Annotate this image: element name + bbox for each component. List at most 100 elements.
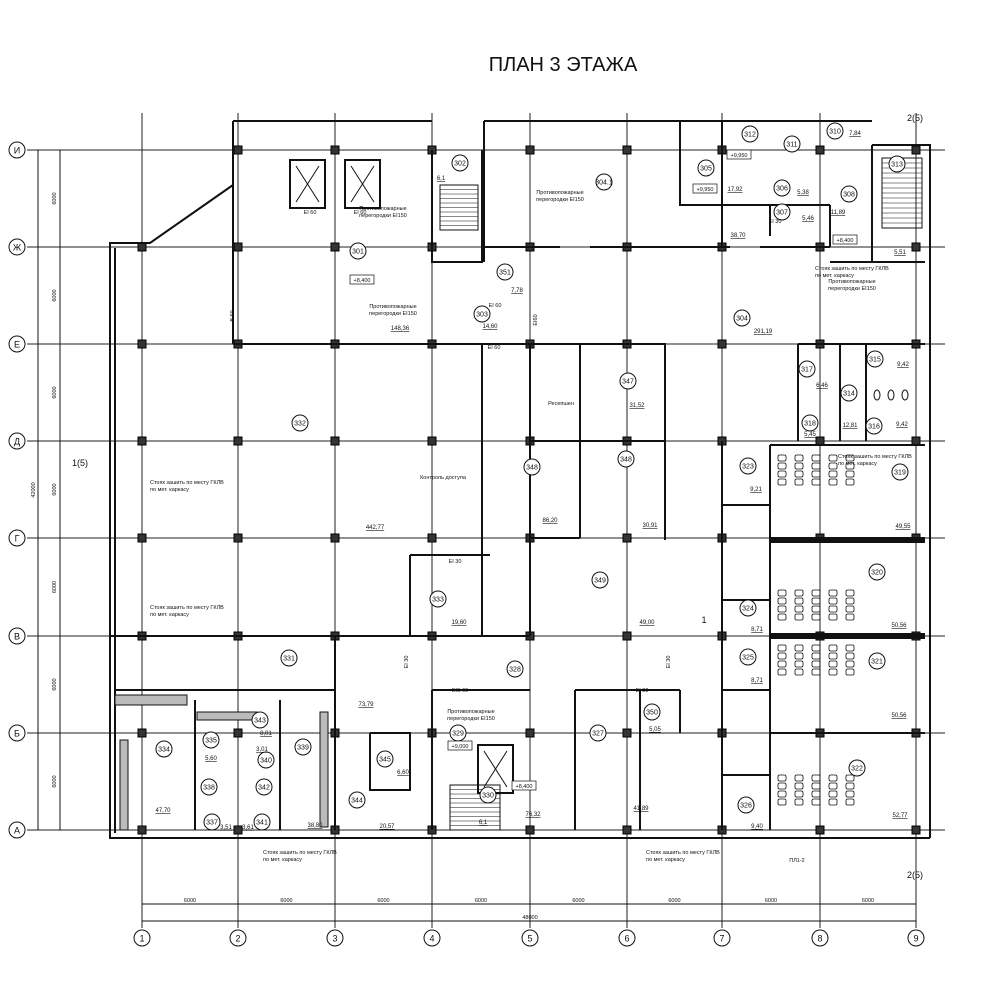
dimension-label: 6000 xyxy=(184,898,196,904)
room-number-bubble xyxy=(737,796,755,814)
fire-partition-note: перегородки EI150 xyxy=(536,197,584,203)
desk-chair xyxy=(794,613,804,621)
structural-column xyxy=(622,825,632,835)
riser-note: по мет. каркасу xyxy=(263,857,302,863)
fire-partition-note: Противопожарные xyxy=(369,304,416,310)
room-area: 5,51 xyxy=(894,250,906,256)
wall xyxy=(431,150,483,263)
riser-note: Стояк зашить по месту ГКЛВ xyxy=(150,605,224,611)
room-area: 3,01 xyxy=(256,747,268,753)
desk-chair xyxy=(828,668,838,676)
room-number-bubble xyxy=(739,648,757,666)
axis-label-row: В xyxy=(14,632,20,642)
desk-chair xyxy=(794,798,804,806)
room-number-bubble xyxy=(826,122,844,140)
wall-thick xyxy=(770,537,925,543)
room-number-bubble xyxy=(739,599,757,617)
room-number: 310 xyxy=(829,129,841,136)
elevator-cross xyxy=(350,165,375,203)
plan-title: ПЛАН 3 ЭТАЖА xyxy=(489,54,638,76)
room-area: 31,52 xyxy=(629,403,645,409)
room-number-bubble xyxy=(617,450,635,468)
room-number-bubble xyxy=(798,360,816,378)
desk-chair xyxy=(845,605,855,613)
desk-chair xyxy=(845,790,855,798)
desk-chair xyxy=(845,644,855,652)
level-mark: +9,000 xyxy=(452,744,469,750)
room-number: 343 xyxy=(254,718,266,725)
room-area: 6,60 xyxy=(397,770,409,776)
room-number: 323 xyxy=(742,464,754,471)
ventilation-shaft xyxy=(319,711,329,828)
room-area: 12,81 xyxy=(842,423,858,429)
axis-label-col: 7 xyxy=(719,934,724,944)
structural-column xyxy=(525,728,535,738)
room-number-bubble xyxy=(496,263,514,281)
section-mark: 2(5) xyxy=(907,870,923,880)
toilet-icon xyxy=(873,389,881,401)
dimension-label: 6000 xyxy=(52,192,58,204)
room-number-bubble xyxy=(783,135,801,153)
structural-column xyxy=(427,436,437,446)
room-number: 341 xyxy=(256,820,268,827)
dimension-label: 6000 xyxy=(862,898,874,904)
door-rating: EI 30 xyxy=(449,559,462,565)
room-number: 342 xyxy=(258,785,270,792)
desk-chair xyxy=(811,790,821,798)
room-number: 316 xyxy=(868,424,880,431)
structural-column xyxy=(233,533,243,543)
room-area: 9,42 xyxy=(897,362,909,368)
axis-label-row: Б xyxy=(14,729,20,739)
room-area: 5,05 xyxy=(649,727,661,733)
desk-chair xyxy=(777,597,787,605)
labels: 301148,363026,130314,603517,78304.130517… xyxy=(72,113,923,880)
room-number: 318 xyxy=(804,421,816,428)
desk-chair xyxy=(794,597,804,605)
room-area: 5,45 xyxy=(804,432,816,438)
desk-chair xyxy=(794,790,804,798)
desk-chair xyxy=(811,613,821,621)
desk-chair xyxy=(794,589,804,597)
structural-column xyxy=(427,533,437,543)
room-number: 321 xyxy=(871,659,883,666)
desk-chair xyxy=(828,589,838,597)
room-number-bubble xyxy=(643,703,661,721)
dimension-label: 6000 xyxy=(52,775,58,787)
room-number: 335 xyxy=(205,738,217,745)
desk-chair xyxy=(828,790,838,798)
desk-chair xyxy=(794,644,804,652)
room-area: 52,77 xyxy=(892,813,908,819)
dimension-label: 6000 xyxy=(475,898,487,904)
desk-chair xyxy=(777,613,787,621)
level-mark-box xyxy=(726,149,752,160)
room-area: 76,32 xyxy=(525,812,541,818)
riser-note: по мет. каркасу xyxy=(150,612,189,618)
axis-bubble xyxy=(713,929,731,947)
level-mark: +9,950 xyxy=(731,153,748,159)
room-number-bubble xyxy=(200,778,218,796)
room-number-bubble xyxy=(733,309,751,327)
desk-chair xyxy=(777,782,787,790)
structural-column xyxy=(815,436,825,446)
structural-column xyxy=(233,145,243,155)
desk-chair xyxy=(845,478,855,486)
desk-chair xyxy=(845,660,855,668)
axis-bubble xyxy=(326,929,344,947)
room-number: 306 xyxy=(776,186,788,193)
dimension-label: 6000 xyxy=(52,289,58,301)
level-mark: +8,400 xyxy=(837,238,854,244)
axis-label-col: 3 xyxy=(332,934,337,944)
room-area: 442,77 xyxy=(366,525,385,531)
structural-column xyxy=(330,242,340,252)
room-number: 350 xyxy=(646,710,658,717)
desk-chair xyxy=(811,644,821,652)
room-number: 312 xyxy=(744,132,756,139)
room-area: 5,38 xyxy=(797,190,809,196)
wall xyxy=(872,144,931,838)
riser-note: по мет. каркасу xyxy=(646,857,685,863)
room-number-bubble xyxy=(523,458,541,476)
structural-column xyxy=(717,339,727,349)
structural-column xyxy=(911,242,921,252)
room-number-bubble xyxy=(697,159,715,177)
wall xyxy=(109,184,930,839)
